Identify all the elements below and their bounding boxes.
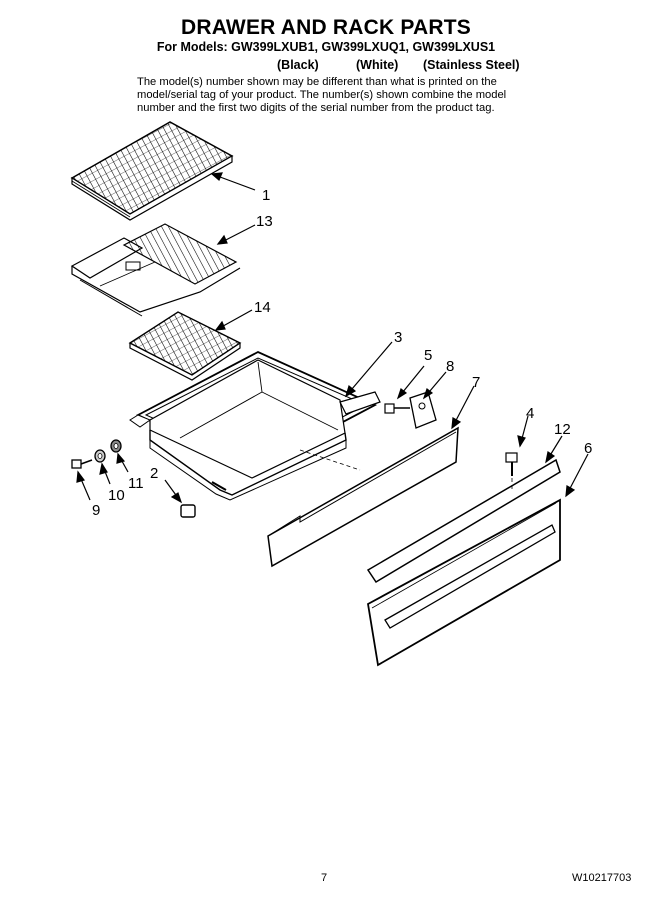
page-title: DRAWER AND RACK PARTS bbox=[180, 16, 472, 39]
small-rack-part-14 bbox=[128, 311, 242, 381]
page-number: 7 bbox=[321, 872, 328, 884]
oven-rack-part-1 bbox=[70, 121, 234, 221]
callout-12: 12 bbox=[554, 421, 571, 438]
screw-part-4 bbox=[505, 452, 518, 476]
trim-strip-part-12 bbox=[366, 458, 561, 584]
callout-10: 10 bbox=[108, 487, 125, 504]
callout-5: 5 bbox=[424, 347, 432, 364]
model-note: The model(s) number shown may be differe… bbox=[137, 76, 527, 115]
callout-13: 13 bbox=[256, 213, 273, 230]
note-line: model/serial tag of your product. The nu… bbox=[137, 89, 507, 101]
alignment-lines bbox=[299, 449, 513, 492]
document-number: W10217703 bbox=[572, 872, 632, 884]
callout-7: 7 bbox=[472, 374, 480, 391]
callout-8: 8 bbox=[446, 358, 454, 375]
note-line: number and the first two digits of the s… bbox=[137, 102, 495, 114]
callout-9: 9 bbox=[92, 502, 100, 519]
drawer-front-panel-part-6 bbox=[367, 498, 561, 667]
color-white: (White) bbox=[356, 58, 399, 72]
drawer-trim-part-7 bbox=[267, 426, 459, 568]
callout-2: 2 bbox=[150, 465, 158, 482]
callout-1: 1 bbox=[262, 187, 270, 204]
callout-6: 6 bbox=[584, 440, 592, 457]
roller-hardware-parts-9-10-11 bbox=[71, 439, 122, 469]
drawer-pan-part-3 bbox=[129, 350, 381, 501]
callout-11: 11 bbox=[128, 475, 144, 492]
note-line: The model(s) number shown may be differe… bbox=[137, 76, 497, 88]
color-black: (Black) bbox=[277, 58, 319, 72]
bracket-hardware-parts-5-8 bbox=[384, 391, 437, 429]
callout-3: 3 bbox=[394, 329, 402, 346]
glide-part-2 bbox=[180, 504, 196, 518]
color-stainless: (Stainless Steel) bbox=[423, 58, 520, 72]
callout-4: 4 bbox=[526, 405, 534, 422]
leader-lines bbox=[76, 172, 589, 504]
model-list: For Models: GW399LXUB1, GW399LXUQ1, GW39… bbox=[156, 40, 496, 54]
roller-rack-part-13 bbox=[70, 223, 241, 317]
callout-14: 14 bbox=[254, 299, 271, 316]
